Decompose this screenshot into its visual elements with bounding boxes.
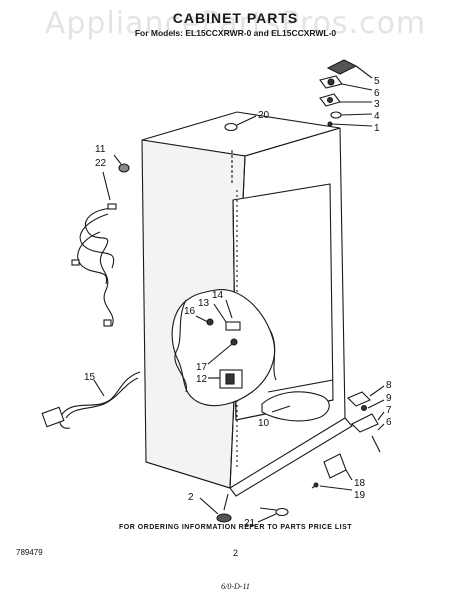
callout-15: 15: [84, 372, 96, 383]
callout-18: 18: [354, 478, 366, 489]
floor-shield-10: [261, 391, 330, 422]
bottom-hinge-assembly: [347, 385, 385, 453]
callout-21: 21: [244, 518, 256, 529]
callout-12: 12: [196, 374, 208, 385]
power-cord-15: [41, 371, 141, 429]
callout-13: 13: [198, 298, 210, 309]
page-number: 2: [232, 548, 238, 558]
callout-11: 11: [95, 144, 106, 155]
date-code: 6/0-D-11: [221, 582, 250, 591]
callout-5: 5: [374, 76, 380, 87]
plug-part-20: [224, 115, 257, 132]
callout-1: 1: [374, 123, 380, 134]
callout-22: 22: [95, 158, 107, 169]
callout-9: 9: [386, 393, 392, 404]
callout-3: 3: [374, 99, 380, 110]
callout-16: 16: [184, 306, 196, 317]
callout-10: 10: [258, 418, 270, 429]
callout-7: 7: [386, 405, 392, 416]
page-title: CABINET PARTS: [172, 10, 299, 26]
top-hinge-assembly: [319, 59, 373, 127]
leveling-legs-2-21: [199, 493, 289, 523]
inner-components-cluster: [171, 289, 277, 407]
callout-4: 4: [374, 111, 380, 122]
callout-labels: 5 6 3 4 1 20 11 22 14 13 16 17 12 15 10 …: [84, 76, 392, 529]
callout-2: 2: [188, 492, 194, 503]
document-part-number: 789479: [16, 548, 43, 557]
wiring-harness-22: [71, 154, 130, 327]
callout-19: 19: [354, 490, 366, 501]
callout-20: 20: [258, 110, 270, 121]
callout-6-top: 6: [374, 88, 380, 99]
callout-17: 17: [196, 362, 208, 373]
callout-6-bottom: 6: [386, 417, 392, 428]
callout-8: 8: [386, 380, 392, 391]
models-subtitle: For Models: EL15CCXRWR-0 and EL15CCXRWL-…: [134, 28, 337, 38]
bracket-and-screw-18-19: [311, 453, 353, 491]
callout-14: 14: [212, 290, 224, 301]
ordering-note: FOR ORDERING INFORMATION REFER TO PARTS …: [118, 524, 353, 531]
